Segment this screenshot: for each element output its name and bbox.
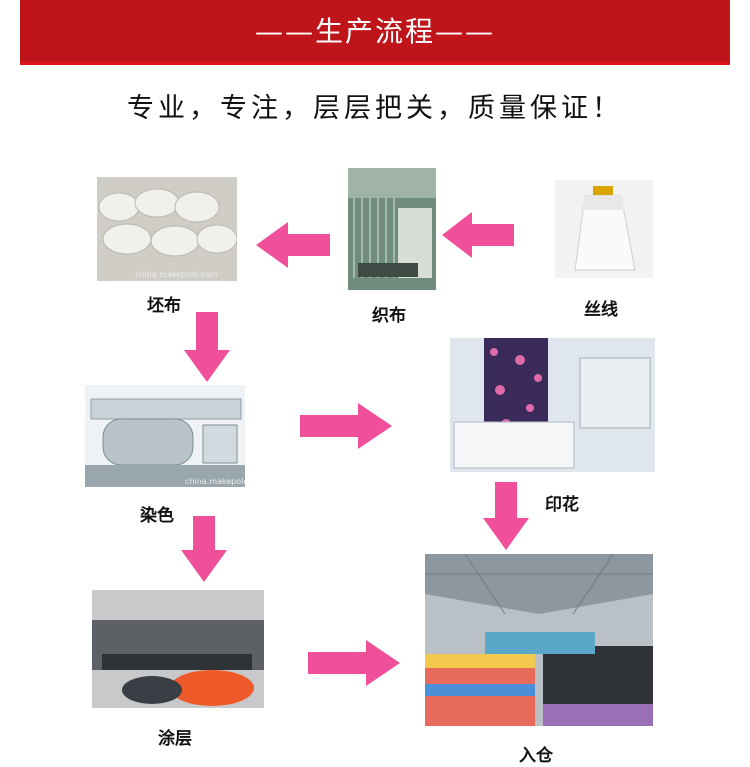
fabric-rolls-icon: [97, 177, 237, 281]
slogan: 专业，专注，层层把关，质量保证！: [127, 93, 623, 124]
arrow-dyeing-to-printing: [300, 403, 392, 449]
weaving-photo: [348, 168, 436, 290]
silk-thread-photo: [555, 180, 653, 278]
watermark: china.makepolo.com: [185, 477, 245, 486]
step-label-silk: 丝线: [584, 300, 618, 320]
warehouse-icon: [425, 554, 653, 726]
coating-machine-icon: [92, 590, 264, 708]
arrow-silk-to-weaving: [442, 212, 514, 258]
dyeing-machine-icon: [85, 385, 245, 487]
step-label-greige: 坯布: [147, 296, 181, 316]
warehouse-photo: [425, 554, 653, 726]
step-label-dyeing: 染色: [140, 506, 174, 526]
header-banner: ——生产流程——: [20, 0, 730, 65]
loom-icon: [348, 168, 436, 278]
page-title: ——生产流程——: [254, 15, 495, 48]
printing-photo: [450, 338, 655, 472]
arrow-weaving-to-greige: [256, 222, 330, 268]
arrow-greige-to-dyeing: [184, 312, 230, 382]
step-label-printing: 印花: [545, 495, 579, 515]
step-label-warehouse: 入仓: [519, 746, 553, 766]
arrow-coating-to-warehouse: [308, 640, 400, 686]
step-label-coating: 涂层: [158, 729, 192, 749]
coating-photo: [92, 590, 264, 708]
greige-fabric-photo: china.makepolo.com: [97, 177, 237, 281]
dyeing-photo: china.makepolo.com: [85, 385, 245, 487]
thread-cone-icon: [574, 186, 636, 271]
watermark: china.makepolo.com: [135, 270, 218, 279]
printing-machine-icon: [450, 338, 655, 472]
step-label-weaving: 织布: [372, 306, 406, 326]
arrow-dyeing-to-coating: [181, 516, 227, 582]
arrow-printing-to-warehouse: [483, 482, 529, 550]
